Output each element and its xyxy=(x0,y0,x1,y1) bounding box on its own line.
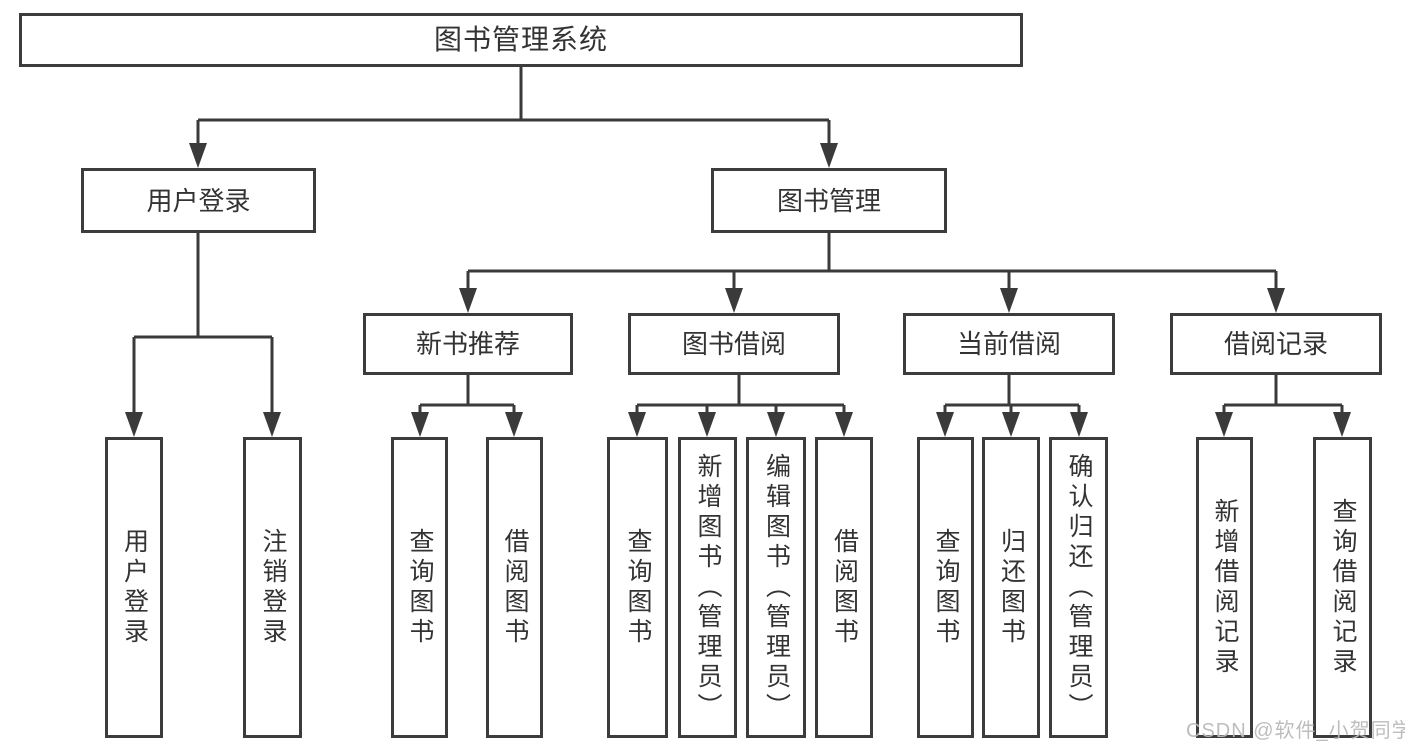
leaf-confirm-return-admin-label: 确认归还（管理员） xyxy=(1065,452,1093,723)
leaf-query-books-borrow-label: 查询图书 xyxy=(624,527,652,648)
leaf-add-book-admin-label: 新增图书（管理员） xyxy=(694,452,722,723)
node-new-book-recommend: 新书推荐 xyxy=(363,313,573,375)
leaf-borrow-books: 借阅图书 xyxy=(815,437,873,738)
node-book-borrow: 图书借阅 xyxy=(628,313,840,375)
node-book-management-label: 图书管理 xyxy=(776,185,881,216)
node-user-login-label: 用户登录 xyxy=(146,185,251,216)
connector-root-to-level2 xyxy=(189,67,838,168)
leaf-borrow-books-recommend-label: 借阅图书 xyxy=(501,527,529,648)
connector-book-borrow-children xyxy=(628,375,853,437)
leaf-edit-book-admin: 编辑图书（管理员） xyxy=(746,437,806,738)
leaf-confirm-return-admin: 确认归还（管理员） xyxy=(1049,437,1108,738)
leaf-query-books-recommend-label: 查询图书 xyxy=(406,527,434,648)
node-current-borrow: 当前借阅 xyxy=(903,313,1115,375)
node-borrow-records: 借阅记录 xyxy=(1170,313,1382,375)
leaf-query-books-borrow: 查询图书 xyxy=(607,437,668,738)
leaf-query-borrow-record: 查询借阅记录 xyxy=(1313,437,1372,738)
leaf-borrow-books-recommend: 借阅图书 xyxy=(486,437,543,738)
node-book-management: 图书管理 xyxy=(711,168,947,233)
connector-current-borrow-children xyxy=(936,375,1088,437)
leaf-return-books-label: 归还图书 xyxy=(997,527,1026,648)
leaf-query-books-current-label: 查询图书 xyxy=(932,527,960,648)
node-borrow-records-label: 借阅记录 xyxy=(1223,329,1328,359)
node-book-borrow-label: 图书借阅 xyxy=(681,329,786,359)
leaf-add-borrow-record-label: 新增借阅记录 xyxy=(1211,497,1239,678)
connector-user-login-children xyxy=(125,233,281,437)
leaf-borrow-books-label: 借阅图书 xyxy=(830,527,859,648)
node-new-book-recommend-label: 新书推荐 xyxy=(415,329,520,359)
leaf-edit-book-admin-label: 编辑图书（管理员） xyxy=(762,452,791,723)
leaf-logout-label: 注销登录 xyxy=(259,527,287,648)
leaf-query-books-recommend: 查询图书 xyxy=(391,437,448,738)
csdn-watermark: CSDN @软件_小贺同学 xyxy=(1186,720,1405,742)
leaf-return-books: 归还图书 xyxy=(982,437,1040,738)
node-root: 图书管理系统 xyxy=(19,13,1023,67)
connector-borrow-records-children xyxy=(1215,375,1351,437)
node-user-login: 用户登录 xyxy=(81,168,316,233)
leaf-logout: 注销登录 xyxy=(243,437,302,738)
leaf-query-borrow-record-label: 查询借阅记录 xyxy=(1329,497,1357,678)
connector-book-management-children xyxy=(459,233,1285,313)
leaf-user-login-label: 用户登录 xyxy=(120,527,149,648)
leaf-query-books-current: 查询图书 xyxy=(917,437,974,738)
leaf-add-book-admin: 新增图书（管理员） xyxy=(678,437,737,738)
connector-new-book-recommend-children xyxy=(411,375,523,437)
node-root-label: 图书管理系统 xyxy=(433,24,608,55)
leaf-add-borrow-record: 新增借阅记录 xyxy=(1196,437,1253,738)
node-current-borrow-label: 当前借阅 xyxy=(956,329,1061,359)
leaf-user-login: 用户登录 xyxy=(105,437,163,738)
